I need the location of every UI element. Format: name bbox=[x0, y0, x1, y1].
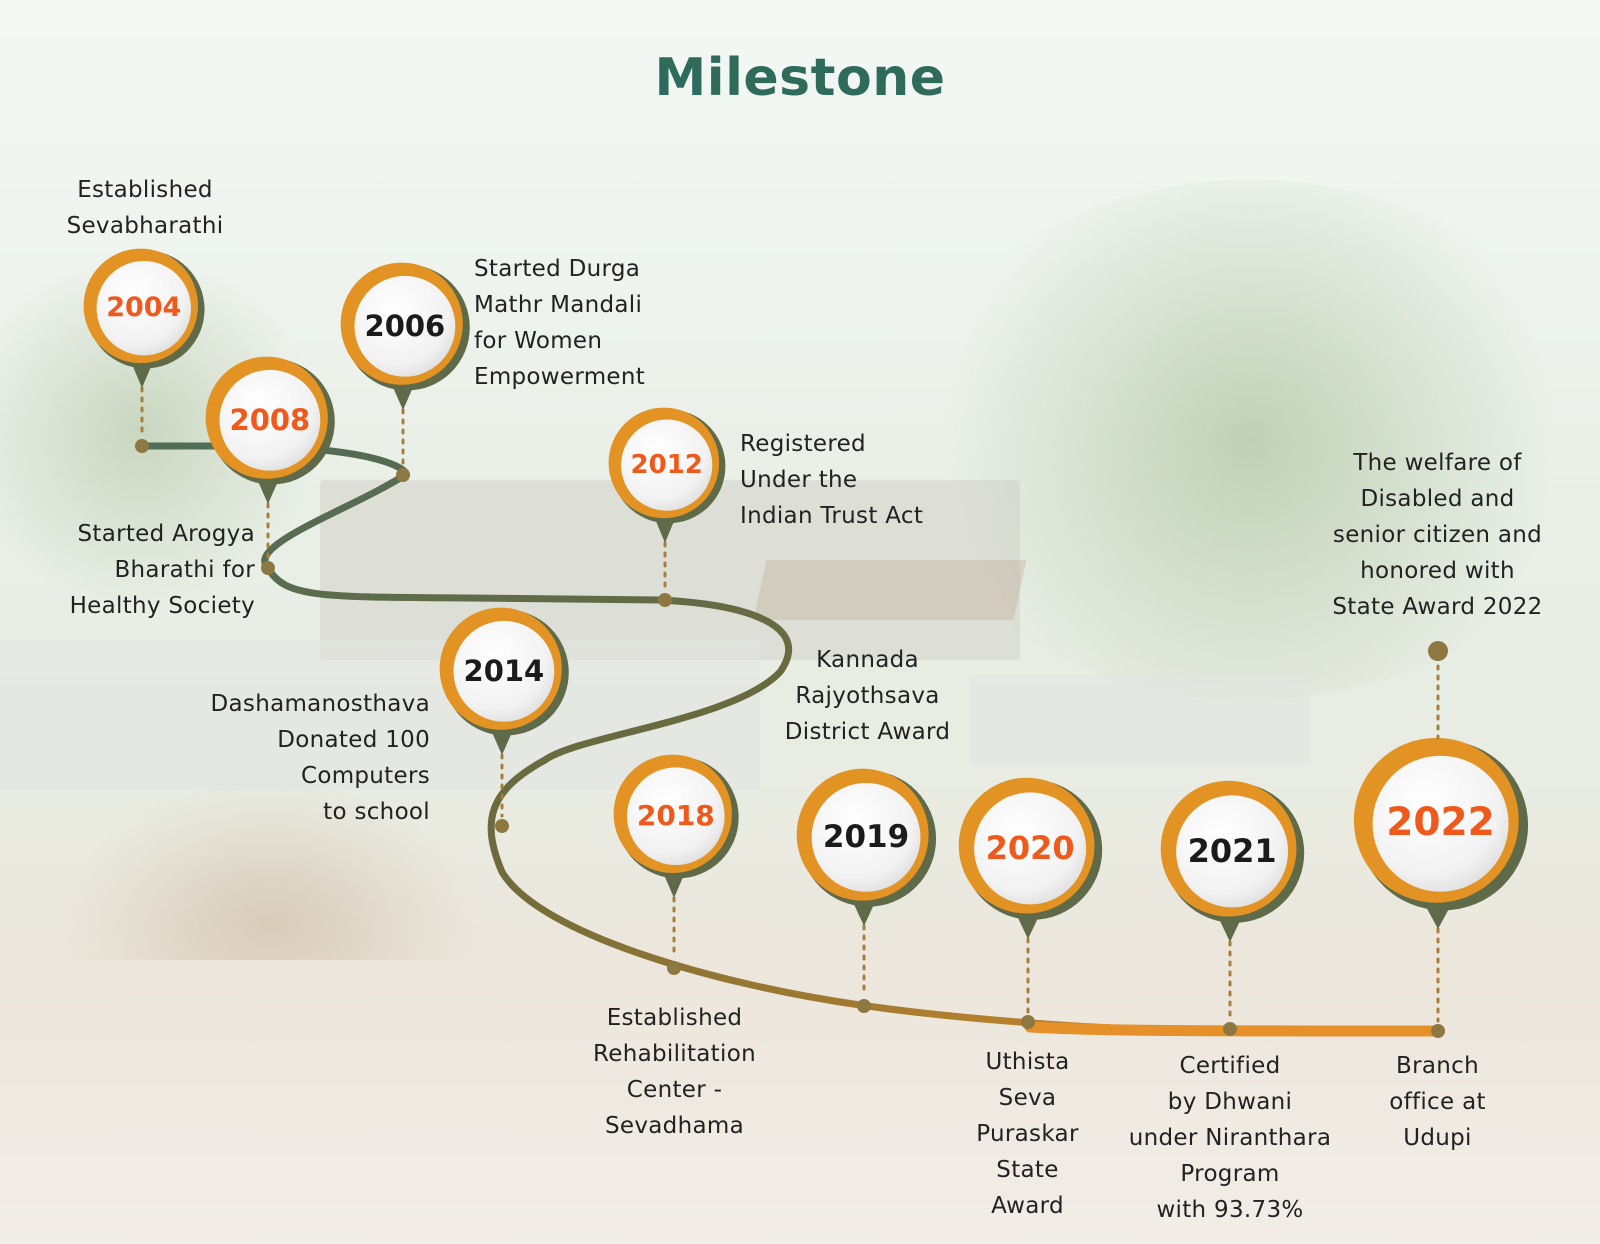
milestone-text-2006: Started Durga Mathr Mandali for Women Em… bbox=[474, 256, 646, 390]
pin-graphic bbox=[439, 607, 569, 833]
pin-graphic bbox=[613, 754, 739, 975]
pin-road-dot bbox=[396, 468, 410, 482]
milestone-pin-2018: 2018 bbox=[583, 724, 765, 988]
pin-road-dot bbox=[1431, 1024, 1445, 1038]
pin-face bbox=[96, 260, 191, 356]
milestone-text-2012: Registered Under the Indian Trust Act bbox=[740, 431, 924, 529]
pin-road-dot bbox=[495, 819, 509, 833]
pin-face bbox=[621, 419, 713, 511]
milestone-pin-2020: 2020 bbox=[928, 747, 1128, 1042]
milestone-pin-2014: 2014 bbox=[409, 577, 595, 846]
milestone-text-2021: Certified by Dhwani under Niranthara Pro… bbox=[1128, 1053, 1332, 1223]
pin-face bbox=[1372, 755, 1509, 892]
pin-year-label: 2004 bbox=[106, 291, 182, 323]
pin-year-label: 2006 bbox=[364, 308, 446, 343]
pin-road-dot bbox=[658, 593, 672, 607]
milestone-text-2004: Established Sevabharathi bbox=[66, 177, 224, 239]
milestone-text-2018: Established Rehabilitation Center - Seva… bbox=[593, 1005, 756, 1139]
pin-graphic bbox=[608, 407, 726, 607]
pin-graphic bbox=[958, 777, 1103, 1029]
pin-face bbox=[453, 620, 555, 722]
pin-face bbox=[974, 792, 1087, 905]
pin-face bbox=[1176, 795, 1289, 908]
milestone-pin-2004: 2004 bbox=[53, 218, 231, 466]
milestone-text-2020: Uthista Seva Puraskar State Award bbox=[976, 1049, 1079, 1219]
pin-road-dot bbox=[135, 439, 149, 453]
award-2022-dot bbox=[1428, 641, 1448, 661]
pin-graphic bbox=[205, 356, 335, 575]
pin-graphic bbox=[1353, 737, 1529, 1038]
page-title: Milestone bbox=[654, 48, 946, 108]
pin-year-label: 2012 bbox=[630, 449, 703, 480]
pin-road-dot bbox=[1021, 1015, 1035, 1029]
milestone-pin-2008: 2008 bbox=[175, 326, 361, 588]
timeline-road-line bbox=[142, 442, 1441, 1035]
pin-graphic bbox=[83, 248, 205, 453]
pin-year-label: 2014 bbox=[463, 653, 545, 688]
pin-year-label: 2020 bbox=[985, 829, 1075, 868]
milestone-pin-2022: 2022 bbox=[1323, 707, 1553, 1051]
milestone-text-2014: Dashamanosthava Donated 100 Computers to… bbox=[210, 691, 430, 825]
pin-road-dot bbox=[667, 961, 681, 975]
background-trees-right bbox=[900, 180, 1600, 700]
milestone-pin-2019: 2019 bbox=[766, 738, 962, 1026]
milestone-pin-2006: 2006 bbox=[310, 232, 496, 495]
background-wall-banner bbox=[0, 640, 760, 790]
pin-graphic bbox=[796, 768, 937, 1013]
pin-year-label: 2018 bbox=[636, 799, 715, 833]
timeline-road-tail bbox=[1024, 1021, 1443, 1037]
milestone-text-2022: The welfare of Disabled and senior citiz… bbox=[1332, 450, 1543, 620]
milestone-text-branch-office: Branch office at Udupi bbox=[1389, 1053, 1486, 1151]
pin-graphic bbox=[340, 262, 470, 482]
pin-road-dot bbox=[1223, 1022, 1237, 1036]
pin-face bbox=[811, 782, 921, 892]
pin-year-label: 2019 bbox=[822, 818, 910, 855]
pin-year-label: 2022 bbox=[1386, 800, 1495, 846]
pin-face bbox=[219, 369, 321, 471]
milestone-pin-2021: 2021 bbox=[1130, 750, 1330, 1049]
pin-face bbox=[354, 275, 456, 377]
pin-graphic bbox=[1160, 780, 1305, 1036]
pin-road-dot bbox=[857, 999, 871, 1013]
milestone-text-2008: Started Arogya Bharathi for Healthy Soci… bbox=[69, 521, 255, 619]
pin-year-label: 2021 bbox=[1187, 832, 1277, 871]
pin-year-label: 2008 bbox=[229, 402, 311, 437]
pin-face bbox=[627, 767, 725, 866]
background-ground-mound bbox=[60, 780, 480, 960]
pin-road-dot bbox=[261, 561, 275, 575]
background-wall-banner-right bbox=[970, 675, 1310, 765]
milestone-text-2019: Kannada Rajyothsava District Award bbox=[784, 647, 951, 745]
milestone-pin-2012: 2012 bbox=[578, 377, 752, 620]
